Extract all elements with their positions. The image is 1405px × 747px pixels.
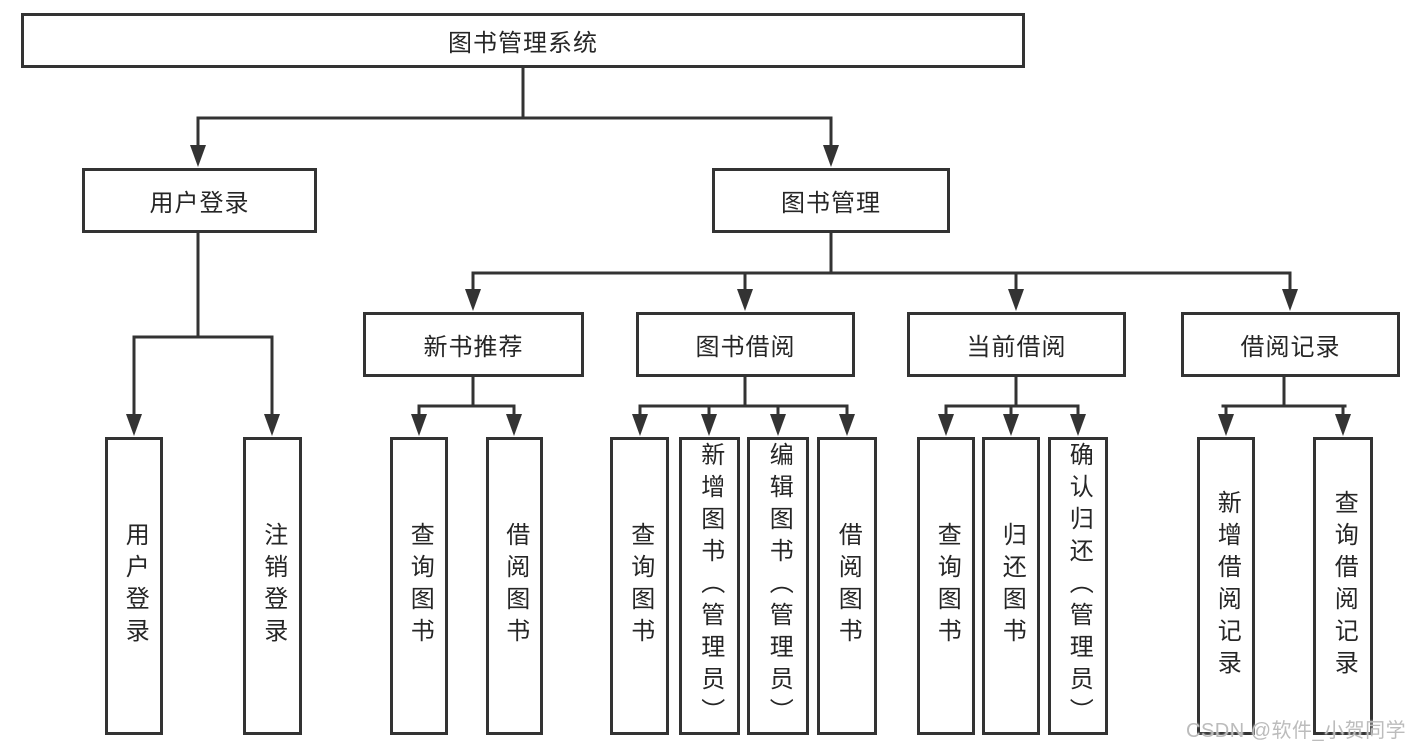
leaf-return-books: 归还图书 bbox=[982, 437, 1040, 735]
leaf-query-books-borrowing-label: 查询图书 bbox=[626, 522, 654, 650]
arrowheads bbox=[126, 145, 1351, 436]
node-library-management-system: 图书管理系统 bbox=[21, 13, 1025, 68]
leaf-add-books-admin-label: 新增图书（管理员） bbox=[696, 442, 724, 730]
node-book-borrowing: 图书借阅 bbox=[636, 312, 855, 377]
leaf-borrow-books-label: 借阅图书 bbox=[834, 522, 862, 650]
leaf-return-books-label: 归还图书 bbox=[998, 522, 1026, 650]
leaf-confirm-return-admin: 确认归还（管理员） bbox=[1048, 437, 1108, 735]
leaf-query-borrow-record: 查询借阅记录 bbox=[1313, 437, 1373, 735]
leaf-query-books-recommend: 查询图书 bbox=[390, 437, 448, 735]
leaf-confirm-return-admin-label: 确认归还（管理员） bbox=[1065, 442, 1093, 730]
node-book-management: 图书管理 bbox=[712, 168, 950, 233]
leaf-edit-books-admin-label: 编辑图书（管理员） bbox=[765, 442, 793, 730]
leaf-query-books-borrowing: 查询图书 bbox=[610, 437, 669, 735]
leaf-borrow-books: 借阅图书 bbox=[817, 437, 877, 735]
csdn-watermark: CSDN @软件_小贺同学 bbox=[1186, 720, 1405, 742]
node-new-book-recommend: 新书推荐 bbox=[363, 312, 584, 377]
leaf-logout: 注销登录 bbox=[243, 437, 302, 735]
leaf-user-login: 用户登录 bbox=[105, 437, 163, 735]
leaf-user-login-label: 用户登录 bbox=[121, 522, 149, 650]
leaf-borrow-books-recommend: 借阅图书 bbox=[486, 437, 543, 735]
leaf-query-books-current: 查询图书 bbox=[917, 437, 975, 735]
leaf-query-borrow-record-label: 查询借阅记录 bbox=[1330, 490, 1358, 682]
leaf-query-books-current-label: 查询图书 bbox=[933, 522, 961, 650]
leaf-add-books-admin: 新增图书（管理员） bbox=[679, 437, 740, 735]
leaf-borrow-books-recommend-label: 借阅图书 bbox=[501, 522, 529, 650]
leaf-logout-label: 注销登录 bbox=[259, 522, 287, 650]
leaf-query-books-recommend-label: 查询图书 bbox=[406, 522, 434, 650]
node-current-borrowing: 当前借阅 bbox=[907, 312, 1126, 377]
node-borrowing-records: 借阅记录 bbox=[1181, 312, 1400, 377]
node-user-login: 用户登录 bbox=[82, 168, 317, 233]
leaf-add-borrow-record-label: 新增借阅记录 bbox=[1213, 490, 1241, 682]
leaf-edit-books-admin: 编辑图书（管理员） bbox=[747, 437, 809, 735]
leaf-add-borrow-record: 新增借阅记录 bbox=[1197, 437, 1255, 735]
